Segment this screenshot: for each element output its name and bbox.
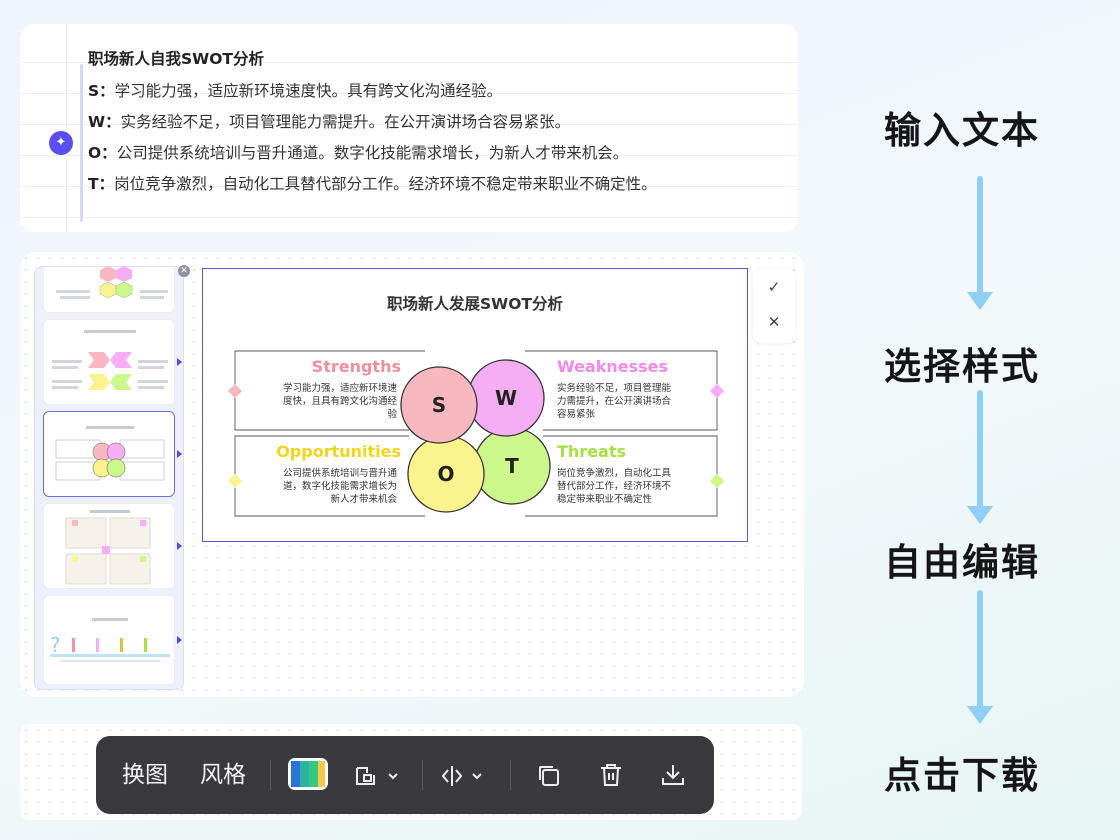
divider	[422, 760, 423, 790]
row-key: W：	[88, 113, 121, 131]
row-text: 学习能力强，适应新环境速度快。具有跨文化沟通经验。	[114, 82, 503, 100]
style-thumbnail-2[interactable]	[43, 319, 182, 405]
close-icon[interactable]: ✕	[767, 313, 781, 331]
trash-icon[interactable]	[598, 762, 624, 788]
style-thumbnail-5[interactable]: ?	[43, 595, 182, 685]
opportunities-line: 公司提供系统培训与晋升通	[283, 467, 398, 479]
letter-s: S	[432, 393, 446, 417]
heading-opportunities: Opportunities	[276, 442, 401, 461]
style-button[interactable]: 风格	[200, 762, 246, 788]
doc-row-o: O：公司提供系统培训与晋升通道。数字化技能需求增长，为新人才带来机会。	[88, 138, 657, 169]
thumbnail-preview: ?	[50, 618, 170, 662]
close-panel-icon[interactable]: ✕	[178, 265, 190, 277]
swot-diagram: 职场新人发展SWOT分析 Strengths Weaknesses Oppo	[227, 294, 725, 517]
copy-icon[interactable]	[536, 763, 562, 789]
thumbnail-preview	[52, 330, 168, 390]
strengths-line: 学习能力强，适应新环境速	[283, 382, 398, 394]
layout-icon[interactable]	[354, 764, 402, 788]
row-text: 实务经验不足，项目管理能力需提升。在公开演讲场合容易紧张。	[120, 113, 571, 131]
style-thumbnail-3-selected[interactable]	[43, 411, 182, 497]
thumbnail-preview	[56, 267, 168, 299]
row-key: T：	[88, 175, 115, 193]
step-arrow-icon	[967, 390, 993, 524]
doc-row-w: W：实务经验不足，项目管理能力需提升。在公开演讲场合容易紧张。	[88, 107, 657, 138]
sparkle-icon[interactable]: ✦	[49, 131, 73, 155]
bottom-toolbar: 换图 风格	[96, 736, 714, 814]
divider	[510, 760, 511, 790]
circle-strengths	[400, 366, 478, 444]
svg-text:?: ?	[50, 633, 61, 657]
thumbnail-arrow-icon	[177, 542, 182, 550]
step-free-edit: 自由编辑	[884, 541, 1040, 584]
weaknesses-line: 实务经验不足，项目管理能	[557, 382, 672, 394]
strengths-line: 验	[387, 408, 397, 420]
divider	[270, 760, 271, 790]
diamond-opportunities	[227, 473, 243, 489]
step-select-style: 选择样式	[884, 345, 1040, 388]
diamond-strengths	[227, 383, 243, 399]
selection-bar	[80, 64, 83, 222]
download-icon[interactable]	[660, 762, 686, 788]
row-text: 公司提供系统培训与晋升通道。数字化技能需求增长，为新人才带来机会。	[116, 144, 629, 162]
threats-line: 稳定带来职业不确定性	[557, 493, 653, 505]
opportunities-line: 道，数字化技能需求增长为	[283, 480, 397, 492]
letter-o: O	[437, 462, 454, 486]
diagram-title: 职场新人发展SWOT分析	[387, 294, 564, 313]
diagram-canvas[interactable]: 职场新人发展SWOT分析 Strengths Weaknesses Oppo	[202, 268, 748, 542]
weaknesses-line: 容易紧张	[557, 408, 596, 420]
heading-threats: Threats	[557, 442, 626, 461]
diamond-threats	[709, 473, 725, 489]
step-input-text: 输入文本	[884, 109, 1040, 152]
row-text: 岗位竞争激烈，自动化工具替代部分工作。经济环境不稳定带来职业不确定性。	[114, 175, 657, 193]
step-download: 点击下载	[884, 754, 1040, 797]
style-thumbnail-panel: ?	[34, 266, 184, 690]
color-palette-button[interactable]	[286, 756, 330, 792]
letter-t: T	[505, 454, 519, 478]
step-arrow-icon	[967, 176, 993, 310]
letter-w: W	[495, 386, 517, 410]
row-key: S：	[88, 82, 115, 100]
thumbnail-preview	[55, 426, 165, 481]
text-input-card[interactable]: ✦ 职场新人自我SWOT分析 S：学习能力强，适应新环境速度快。具有跨文化沟通经…	[20, 24, 798, 232]
change-chart-button[interactable]: 换图	[122, 762, 168, 788]
step-arrow-icon	[967, 590, 993, 724]
thumbnail-arrow-icon	[177, 450, 182, 458]
strengths-line: 度快，且具有跨文化沟通经	[283, 395, 398, 407]
threats-line: 岗位竞争激烈，自动化工具	[557, 467, 672, 479]
thumbnail-arrow-icon	[177, 636, 182, 644]
thumbnail-arrow-icon	[177, 358, 182, 366]
input-document[interactable]: 职场新人自我SWOT分析 S：学习能力强，适应新环境速度快。具有跨文化沟通经验。…	[88, 46, 657, 200]
editor-area: ? ✕ 职场新人发展SWOT分析	[20, 252, 804, 697]
check-icon[interactable]: ✓	[767, 278, 781, 296]
threats-line: 替代部分工作，经济环境不	[557, 480, 672, 492]
edit-actions: ✓ ✕	[753, 269, 795, 343]
style-thumbnail-1[interactable]	[43, 267, 175, 313]
diamond-weaknesses	[709, 383, 725, 399]
mirror-icon[interactable]	[440, 764, 488, 788]
heading-weaknesses: Weaknesses	[557, 357, 668, 376]
row-key: O：	[88, 144, 117, 162]
gutter-line	[66, 24, 67, 232]
opportunities-line: 新人才带来机会	[330, 493, 397, 505]
heading-strengths: Strengths	[312, 357, 401, 376]
style-thumbnail-4[interactable]	[43, 503, 182, 589]
doc-row-t: T：岗位竞争激烈，自动化工具替代部分工作。经济环境不稳定带来职业不确定性。	[88, 169, 657, 200]
weaknesses-line: 力需提升，在公开演讲场合	[557, 395, 672, 407]
thumbnail-preview	[65, 510, 151, 585]
doc-row-s: S：学习能力强，适应新环境速度快。具有跨文化沟通经验。	[88, 76, 657, 107]
doc-title: 职场新人自我SWOT分析	[88, 50, 265, 68]
